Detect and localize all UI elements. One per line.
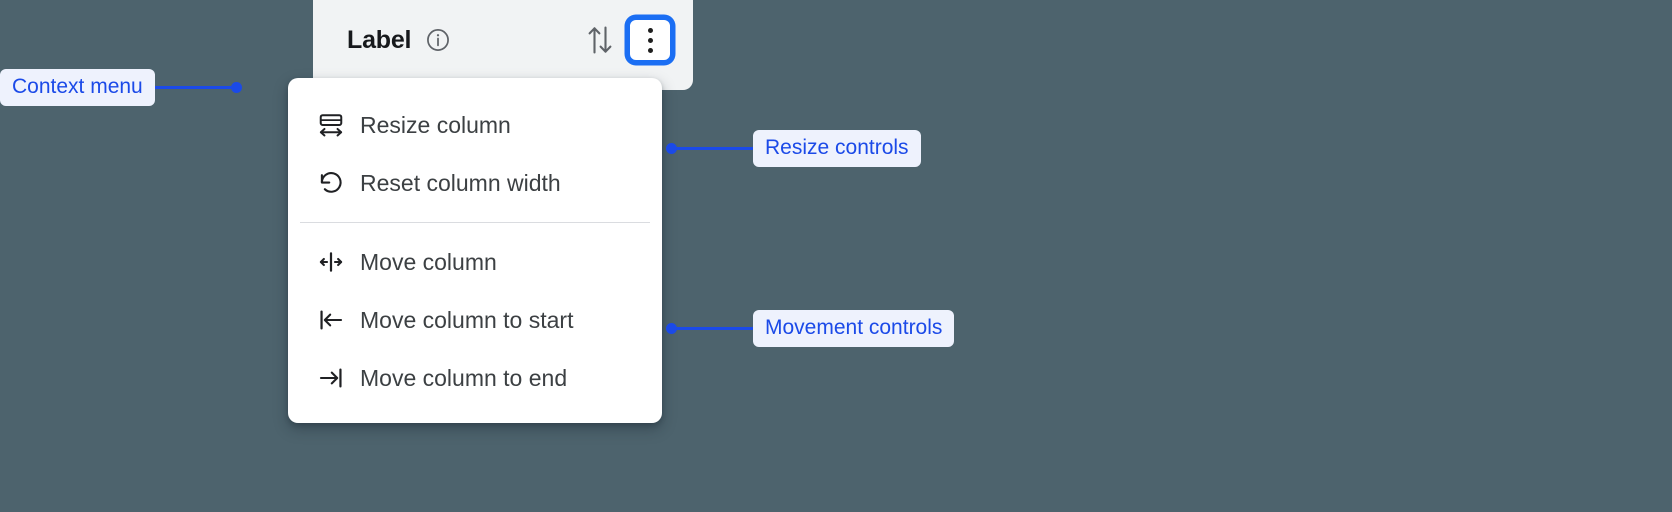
menu-item-reset-column-width[interactable]: Reset column width [288,154,662,212]
menu-item-label: Reset column width [360,169,561,196]
kebab-dot [647,37,653,43]
annotation-leader-line [154,85,231,89]
menu-item-move-column[interactable]: Move column [288,233,662,291]
menu-item-move-column-to-end[interactable]: Move column to end [288,349,662,407]
menu-item-label: Move column to end [360,364,568,391]
annotation-dot [666,142,677,154]
move-to-end-icon [316,363,346,393]
annotation-label: Movement controls [753,309,955,347]
kebab-dot [647,47,653,53]
sort-up-down-icon[interactable] [585,23,615,57]
info-circle-icon[interactable] [425,27,451,53]
annotation-movement-controls: Movement controls [666,309,955,347]
resize-column-icon [316,110,346,140]
menu-item-label: Move column to start [360,306,574,333]
context-menu-panel: Resize column Reset column width Move co… [288,78,662,423]
annotation-dot [230,81,242,93]
annotation-label: Resize controls [753,129,921,167]
menu-divider [300,222,650,223]
page-title: Label [347,25,412,54]
kebab-menu-button[interactable] [627,17,673,63]
menu-item-resize-column[interactable]: Resize column [288,96,662,154]
menu-item-label: Move column [360,248,497,275]
move-column-icon [316,247,346,277]
reset-rotate-icon [316,168,346,198]
menu-item-label: Resize column [360,111,511,138]
menu-item-move-column-to-start[interactable]: Move column to start [288,291,662,349]
kebab-dot [647,27,653,33]
annotation-leader-line [677,326,753,330]
annotation-context-menu: Context menu [0,68,242,106]
column-header-card: Label [313,0,693,90]
annotation-resize-controls: Resize controls [666,129,921,167]
annotation-dot [666,322,677,334]
annotation-leader-line [677,146,753,150]
annotation-label: Context menu [0,68,155,106]
move-to-start-icon [316,305,346,335]
